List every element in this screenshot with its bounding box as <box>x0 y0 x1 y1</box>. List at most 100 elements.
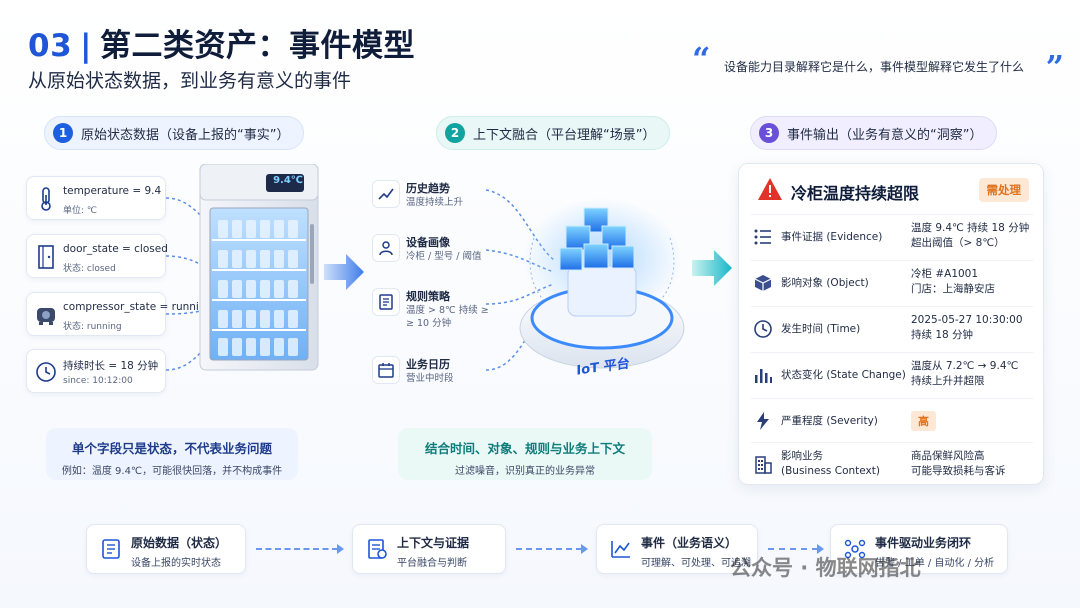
event-icon <box>611 541 630 558</box>
building-icon <box>755 456 772 474</box>
close-quote-icon: ” <box>1045 48 1064 86</box>
context-title: 历史趋势 <box>406 182 450 195</box>
event-title: 冷柜温度持续超限 <box>791 184 920 203</box>
event-row-label: 影响业务 (Business Context) <box>781 449 880 479</box>
raw-data-key: compressor_state = running <box>63 301 213 313</box>
raw-data-key: door_state = closed <box>63 243 168 255</box>
warning-icon <box>758 178 782 200</box>
flow-connector <box>768 544 824 554</box>
flow-step-sub: 平台融合与判断 <box>397 558 467 569</box>
event-row-label: 事件证据 (Evidence) <box>781 231 883 243</box>
raw-data-card: door_state = closed 状态: closed <box>26 234 168 278</box>
context-desc: 冷柜 / 型号 / 阈值 <box>406 251 482 262</box>
raw-data-sub: 状态: closed <box>63 264 116 274</box>
event-row-value: 商品保鲜风险高可能导致损耗与客诉 <box>911 449 1006 479</box>
flow-arrow-1-icon <box>324 254 364 290</box>
event-row-value: 温度从 7.2℃ → 9.4℃ 持续上升并超限 <box>911 359 1018 389</box>
lightning-icon <box>757 412 769 430</box>
flow-step-context: 上下文与证据 平台融合与判断 <box>352 524 506 574</box>
fridge-display: 9.4℃ <box>273 175 303 186</box>
context-title: 设备画像 <box>406 236 450 249</box>
event-row-label: 状态变化 (State Change) <box>781 369 906 381</box>
context-desc-line-2: ≥ 10 分钟 <box>406 318 452 329</box>
event-row-label-line-1: 影响业务 <box>781 450 823 462</box>
event-row-value-line-1: 温度从 7.2℃ → 9.4℃ <box>911 360 1019 372</box>
step-number: 1 <box>53 123 73 143</box>
step-label: 上下文融合（平台理解“场景”） <box>473 127 656 143</box>
raw-data-sub: 状态: running <box>63 322 122 332</box>
step-label: 事件输出（业务有意义的“洞察”） <box>787 127 983 143</box>
event-status-badge: 需处理 <box>978 178 1029 202</box>
raw-data-sub: 单位: ℃ <box>63 206 98 216</box>
step-pill-2: 2 上下文融合（平台理解“场景”） <box>436 116 671 150</box>
compressor-icon <box>37 308 55 325</box>
open-quote-icon: “ <box>692 40 711 78</box>
event-row-value-line-2: 可能导致损耗与客诉 <box>911 465 1006 477</box>
raw-data-key: temperature = 9.4 <box>63 185 162 197</box>
section-number: 03 <box>28 28 73 64</box>
page-title: 03|第二类资产：事件模型 <box>28 20 415 65</box>
raw-data-key: 持续时长 = 18 分钟 <box>63 360 159 372</box>
flow-step-raw-data: 原始数据（状态） 设备上报的实时状态 <box>86 524 246 574</box>
event-row-label-line-2: (Business Context) <box>781 465 880 477</box>
flow-step-title: 上下文与证据 <box>397 536 470 550</box>
step-number: 3 <box>759 123 779 143</box>
trend-icon <box>378 188 394 200</box>
page-subtitle: 从原始状态数据，到业务有意义的事件 <box>28 70 352 92</box>
flow-step-title: 事件驱动业务闭环 <box>875 536 972 550</box>
event-row-severity: 严重程度 (Severity) 高 <box>751 398 1033 442</box>
context-item: 业务日历 营业中时段 <box>372 354 502 398</box>
step-number: 2 <box>445 123 465 143</box>
context-icon-box <box>372 288 400 316</box>
event-row-label: 发生时间 (Time) <box>781 323 861 335</box>
context-title: 业务日历 <box>406 358 450 371</box>
step-pill-1: 1 原始状态数据（设备上报的“事实”） <box>44 116 305 150</box>
rule-icon <box>379 294 393 310</box>
severity-badge: 高 <box>911 411 936 431</box>
event-row-value-line-1: 冷柜 #A1001 <box>911 268 979 280</box>
title-separator: | <box>80 28 92 64</box>
raw-data-card: 持续时长 = 18 分钟 since: 10:12:00 <box>26 349 166 393</box>
iot-platform-illustration <box>519 198 685 369</box>
note-title: 单个字段只是状态，不代表业务问题 <box>71 441 272 456</box>
title-text: 第二类资产：事件模型 <box>99 28 415 64</box>
step-label: 原始状态数据（设备上报的“事实”） <box>81 127 290 143</box>
flow-step-title: 事件（业务语义） <box>641 536 738 550</box>
note-context: 结合时间、对象、规则与业务上下文 过滤噪音，识别真正的业务异常 <box>398 428 652 480</box>
event-row-value-line-2: 持续上升并超限 <box>911 375 985 387</box>
note-desc: 过滤噪音，识别真正的业务异常 <box>455 466 595 477</box>
flow-step-business-loop: 事件驱动业务闭环 告警 / 工单 / 自动化 / 分析 <box>830 524 1008 574</box>
flow-connector <box>256 544 344 554</box>
note-raw-data: 单个字段只是状态，不代表业务问题 例如：温度 9.4℃，可能很快回落，并不构成事… <box>46 428 298 480</box>
fridge-illustration <box>199 164 319 371</box>
bars-icon <box>755 369 772 383</box>
event-row-state-change: 状态变化 (State Change) 温度从 7.2℃ → 9.4℃ 持续上升并… <box>751 352 1033 396</box>
raw-data-card: temperature = 9.4 单位: ℃ <box>26 176 166 220</box>
flow-step-title: 原始数据（状态） <box>131 536 228 550</box>
door-icon <box>38 245 54 269</box>
context-icon-box <box>372 180 400 208</box>
context-title: 规则策略 <box>406 290 450 303</box>
clock-icon <box>754 320 772 338</box>
flow-step-event: 事件（业务语义） 可理解、可处理、可追溯 <box>596 524 758 574</box>
loop-icon <box>844 539 866 559</box>
event-row-value-line-1: 温度 9.4℃ 持续 18 分钟 <box>911 222 1030 234</box>
event-row-value-line-1: 商品保鲜风险高 <box>911 450 985 462</box>
clock-icon <box>36 362 56 382</box>
calendar-icon <box>378 363 394 378</box>
thermometer-icon <box>41 187 51 211</box>
flow-arrow-2-icon <box>692 250 732 286</box>
flow-step-sub: 告警 / 工单 / 自动化 / 分析 <box>875 558 995 569</box>
cube-icon <box>754 275 772 291</box>
context-desc-line-1: 温度 > 8℃ 持续 ≥ <box>406 305 489 316</box>
context-desc: 温度 > 8℃ 持续 ≥ ≥ 10 分钟 <box>406 304 489 330</box>
event-row-value: 2025-05-27 10:30:00 持续 18 分钟 <box>911 313 1023 343</box>
event-row-value-line-1: 2025-05-27 10:30:00 <box>911 314 1023 326</box>
list-icon <box>754 229 771 245</box>
data-icon <box>102 539 120 559</box>
event-row-value: 温度 9.4℃ 持续 18 分钟超出阈值（> 8℃） <box>911 221 1029 251</box>
context-desc: 温度持续上升 <box>406 197 464 208</box>
event-row-value-line-2: 持续 18 分钟 <box>911 329 974 341</box>
